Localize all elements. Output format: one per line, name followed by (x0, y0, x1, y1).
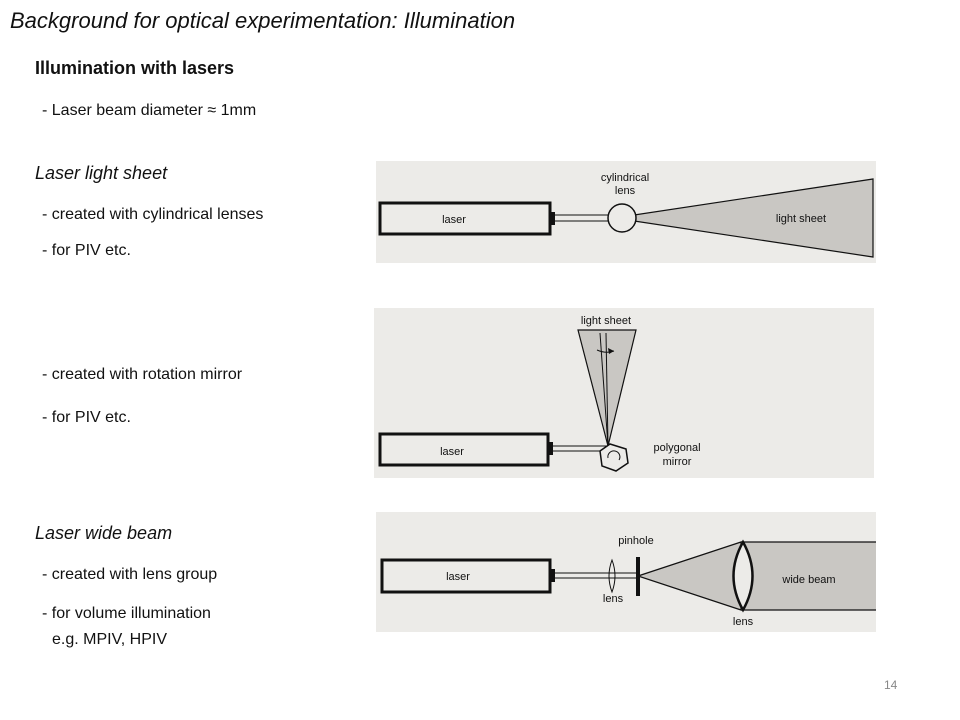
small-lens-shape (608, 558, 616, 594)
bullet-piv-1: - for PIV etc. (42, 242, 131, 259)
bullet-mpiv-hpiv: e.g. MPIV, HPIV (52, 631, 168, 648)
beam-diameter-note: - Laser beam diameter ≈ 1mm (42, 102, 257, 119)
slide-title: Background for optical experimentation: … (10, 8, 516, 33)
laser-label: laser (446, 571, 470, 583)
bullet-cylindrical-lenses: - created with cylindrical lenses (42, 206, 264, 223)
laser-label: laser (440, 446, 464, 458)
large-lens-label: lens (733, 616, 754, 628)
polygonal-label: polygonal (653, 442, 700, 454)
laser-label: laser (442, 214, 466, 226)
wide-beam-label: wide beam (781, 574, 835, 586)
cylindrical-label: cylindrical (601, 172, 649, 184)
diagram-light-sheet: laser cylindrical lens light sheet (376, 161, 876, 263)
rotation-arrow (607, 450, 621, 461)
section-heading-lasers: Illumination with lasers (35, 58, 235, 78)
bullet-lens-group: - created with lens group (42, 566, 218, 583)
section-heading-light-sheet: Laser light sheet (35, 163, 168, 183)
light-sheet-fan (633, 178, 874, 258)
laser-aperture (550, 212, 555, 225)
cylindrical-lens-shape (607, 203, 637, 233)
large-lens-shape (732, 539, 754, 613)
laser-aperture (548, 442, 553, 455)
bullet-rotation-mirror: - created with rotation mirror (42, 366, 243, 383)
polygonal-mirror-shape (599, 443, 629, 472)
lens-label: lens (615, 185, 636, 197)
wide-beam-band (741, 542, 876, 610)
light-sheet-label: light sheet (581, 315, 631, 327)
bullet-piv-2: - for PIV etc. (42, 409, 131, 426)
mirror-label: mirror (663, 456, 692, 468)
diagram-wide-beam: pinhole laser lens lens wide beam (376, 512, 876, 632)
diagram-rotation-mirror: light sheet laser polygonal mirror (374, 308, 874, 478)
page-number: 14 (884, 678, 898, 692)
light-sheet-label: light sheet (776, 213, 826, 225)
expanding-cone (636, 541, 742, 611)
pinhole-label: pinhole (618, 535, 653, 547)
bullet-volume-illumination: - for volume illumination (42, 605, 211, 622)
section-heading-wide-beam: Laser wide beam (35, 523, 173, 543)
small-lens-label: lens (603, 593, 624, 605)
laser-aperture (550, 569, 555, 582)
laser-body (378, 432, 550, 467)
